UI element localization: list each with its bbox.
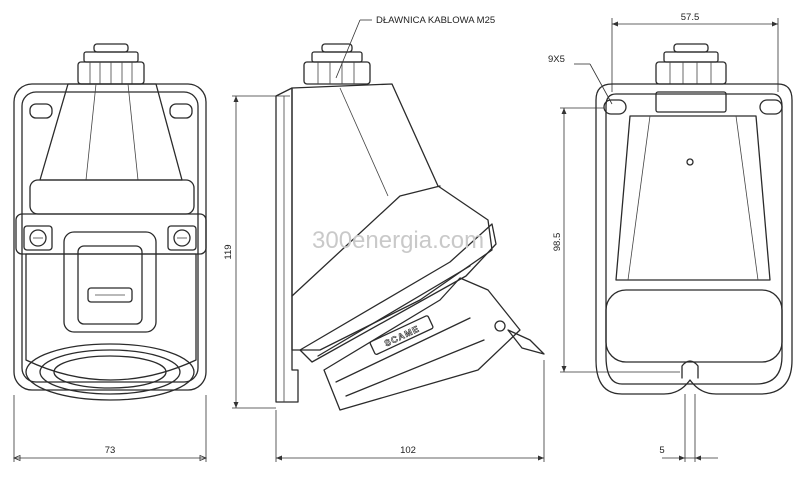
screw-right-icon <box>167 225 197 251</box>
back-offset-dim: 5 <box>659 445 664 456</box>
cable-gland <box>77 43 145 85</box>
screw-left-icon <box>23 225 53 251</box>
watermark: 300energia.com <box>312 227 484 254</box>
slot-right-icon <box>759 99 783 115</box>
front-height-dim: 119 <box>223 244 234 259</box>
front-view: 73 <box>12 43 208 462</box>
front-width-dim: 73 <box>105 445 116 456</box>
back-view: 57.5 9X5 98.5 <box>548 12 793 462</box>
gland-callout: DŁAWNICA KABLOWA M25 <box>376 15 495 26</box>
side-depth-dim: 102 <box>400 445 416 456</box>
back-width-dim: 57.5 <box>681 12 700 23</box>
back-height-dim: 98.5 <box>552 233 563 252</box>
slot-left-icon <box>603 99 627 115</box>
slot-size-dim: 9X5 <box>548 54 565 65</box>
side-view: 119 SCAME 10 <box>223 15 545 462</box>
